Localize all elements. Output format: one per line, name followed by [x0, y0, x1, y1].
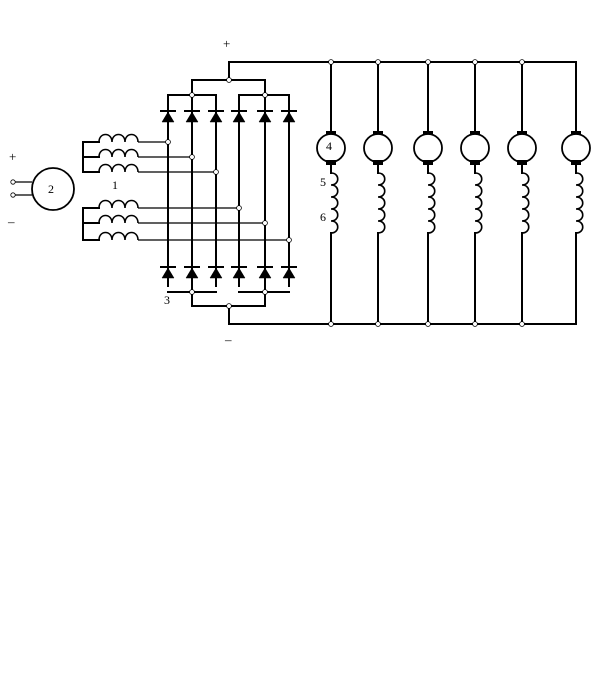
- diode: [281, 110, 297, 123]
- transformer-coil: [98, 231, 139, 241]
- diode-column: [231, 94, 247, 287]
- generator: [10, 167, 75, 211]
- motor: [507, 61, 537, 325]
- junction-node: [519, 321, 525, 327]
- junction-node: [236, 205, 242, 211]
- junction-node: [472, 59, 478, 65]
- motor: [363, 61, 393, 325]
- diode-column: [184, 94, 200, 287]
- minus-bottom-label: –: [224, 332, 232, 347]
- junction-node: [375, 321, 381, 327]
- junction-node: [472, 321, 478, 327]
- transformer-coil: [98, 163, 139, 173]
- junction-nodes: [165, 59, 525, 327]
- transformer-coil: [98, 214, 139, 224]
- diode-column: [160, 94, 176, 287]
- diode: [231, 266, 247, 279]
- diode: [184, 110, 200, 123]
- transformer: [82, 133, 289, 241]
- transformer-coil: [98, 148, 139, 158]
- diode: [257, 110, 273, 123]
- junction-node: [226, 77, 232, 83]
- diode: [257, 266, 273, 279]
- junction-node: [262, 289, 268, 295]
- junction-node: [189, 154, 195, 160]
- junction-node: [189, 92, 195, 98]
- junction-node: [262, 92, 268, 98]
- motor: [316, 61, 346, 325]
- junction-node: [165, 139, 171, 145]
- motor: [561, 61, 591, 325]
- junction-node: [375, 59, 381, 65]
- junction-node: [226, 303, 232, 309]
- transformer-label: 1: [112, 178, 118, 192]
- junction-node: [189, 289, 195, 295]
- junction-node: [519, 59, 525, 65]
- rectifier-label: 3: [164, 293, 170, 307]
- junction-node: [425, 321, 431, 327]
- label-6: 6: [320, 210, 326, 224]
- diode: [184, 266, 200, 279]
- diode: [208, 110, 224, 123]
- diode: [160, 110, 176, 123]
- minus-generator-label: –: [7, 214, 15, 229]
- transformer-coil: [98, 199, 139, 209]
- plus-generator-label: +: [9, 149, 16, 164]
- plus-top-label: +: [223, 36, 230, 51]
- junction-node: [328, 59, 334, 65]
- diode: [160, 266, 176, 279]
- diode-column: [281, 94, 297, 287]
- diode-column: [208, 94, 224, 287]
- transformer-coil: [98, 133, 139, 143]
- motor-group: [316, 61, 591, 325]
- junction-node: [213, 169, 219, 175]
- motor: [460, 61, 490, 325]
- rectifier-bridge: [160, 94, 297, 293]
- label-5: 5: [320, 175, 326, 189]
- diode: [208, 266, 224, 279]
- generator-label: 2: [48, 182, 54, 196]
- diode-column: [257, 94, 273, 287]
- diode: [231, 110, 247, 123]
- motor: [413, 61, 443, 325]
- junction-node: [425, 59, 431, 65]
- junction-node: [328, 321, 334, 327]
- motor-label: 4: [326, 139, 332, 153]
- junction-node: [286, 237, 292, 243]
- diode: [281, 266, 297, 279]
- junction-node: [262, 220, 268, 226]
